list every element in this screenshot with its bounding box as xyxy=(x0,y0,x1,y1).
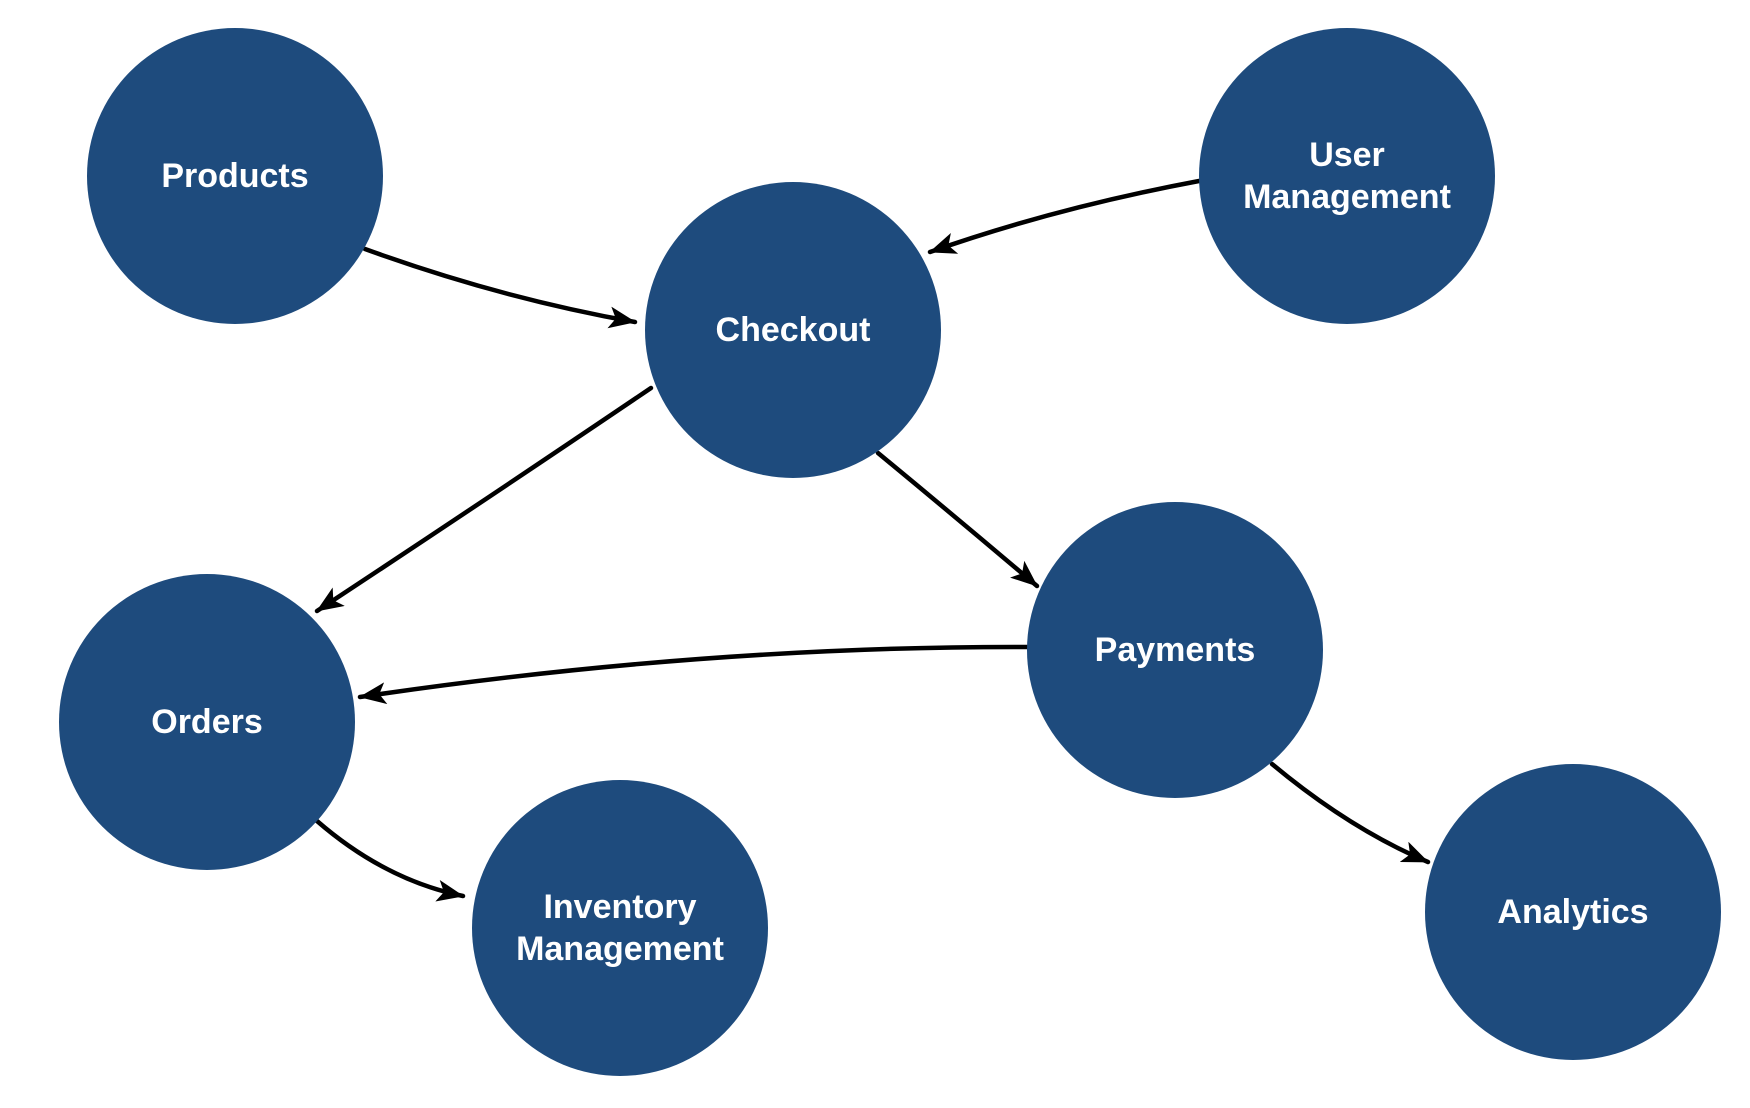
node-analytics: Analytics xyxy=(1425,764,1721,1060)
node-user-management: User Management xyxy=(1199,28,1495,324)
edge-checkout-to-orders xyxy=(314,385,654,614)
edge-orders-to-inventory-management xyxy=(314,818,466,902)
node-orders-label: Orders xyxy=(151,702,263,741)
edge-products-to-checkout xyxy=(362,246,638,329)
edge-user-management-to-checkout xyxy=(927,178,1202,255)
node-products: Products xyxy=(87,28,383,324)
node-orders: Orders xyxy=(59,574,355,870)
node-user-management-label: User Management xyxy=(1243,135,1451,217)
edge-payments-to-analytics xyxy=(1269,761,1431,865)
node-inventory-management-label: Inventory Management xyxy=(516,887,724,969)
node-products-label: Products xyxy=(161,156,309,195)
node-inventory-management: Inventory Management xyxy=(472,780,768,1076)
node-payments-label: Payments xyxy=(1094,630,1256,669)
edge-checkout-to-payments xyxy=(875,450,1040,589)
node-analytics-label: Analytics xyxy=(1497,892,1649,931)
edge-payments-to-orders xyxy=(357,644,1030,705)
node-checkout-label: Checkout xyxy=(715,310,871,349)
node-checkout: Checkout xyxy=(645,182,941,478)
node-payments: Payments xyxy=(1027,502,1323,798)
